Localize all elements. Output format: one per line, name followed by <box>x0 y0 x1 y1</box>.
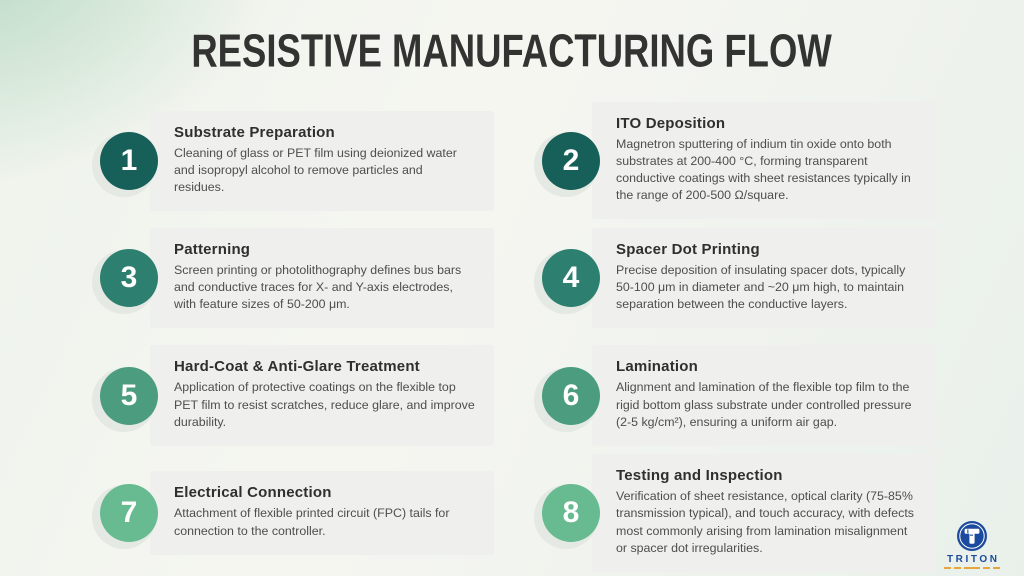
step-title: Patterning <box>174 240 251 258</box>
step-3: 3 Patterning Screen printing or photolit… <box>100 227 494 329</box>
step-number-badge: 7 <box>100 484 158 543</box>
step-number-badge: 6 <box>542 366 600 425</box>
step-title: Hard-Coat & Anti-Glare Treatment <box>174 358 420 376</box>
step-card: Substrate Preparation Cleaning of glass … <box>150 110 494 211</box>
step-card: Hard-Coat & Anti-Glare Treatment Applica… <box>150 345 494 446</box>
step-number-badge: 2 <box>542 131 600 190</box>
step-7: 7 Electrical Connection Attachment of fl… <box>100 471 494 555</box>
step-2: 2 ITO Deposition Magnetron sputtering of… <box>542 102 936 220</box>
step-number: 3 <box>120 261 138 295</box>
step-4: 4 Spacer Dot Printing Precise deposition… <box>542 227 936 329</box>
step-number: 1 <box>120 143 138 177</box>
step-description: Precise deposition of insulating spacer … <box>616 262 906 312</box>
step-number-badge: 3 <box>100 249 158 308</box>
page-title: RESISTIVE MANUFACTURING FLOW <box>191 26 833 78</box>
step-title: Spacer Dot Printing <box>616 240 760 258</box>
step-description: Cleaning of glass or PET film using deio… <box>174 145 457 194</box>
step-title: Substrate Preparation <box>174 123 335 141</box>
step-number-badge: 1 <box>100 131 158 190</box>
steps-grid: 1 Substrate Preparation Cleaning of glas… <box>100 102 936 572</box>
step-description: Screen printing or photolithography defi… <box>174 262 462 312</box>
step-card: ITO Deposition Magnetron sputtering of i… <box>592 102 936 220</box>
step-number: 2 <box>562 143 580 177</box>
step-card: Lamination Alignment and lamination of t… <box>592 345 936 446</box>
step-description: Alignment and lamination of the flexible… <box>616 380 912 429</box>
step-number-badge: 8 <box>542 484 600 543</box>
steps-column-left: 1 Substrate Preparation Cleaning of glas… <box>100 102 494 572</box>
step-5: 5 Hard-Coat & Anti-Glare Treatment Appli… <box>100 345 494 446</box>
triton-logo-icon <box>957 521 987 551</box>
steps-column-right: 2 ITO Deposition Magnetron sputtering of… <box>542 102 936 572</box>
step-description: Application of protective coatings on th… <box>174 380 475 429</box>
step-title: ITO Deposition <box>616 115 726 132</box>
logo-tagline-decoration <box>944 567 1000 569</box>
step-title: Lamination <box>616 358 699 376</box>
step-number: 6 <box>562 378 580 412</box>
step-number: 5 <box>120 378 138 412</box>
triton-logo: TRITON <box>936 520 1008 569</box>
step-card: Electrical Connection Attachment of flex… <box>150 471 494 555</box>
step-number-badge: 5 <box>100 366 158 425</box>
step-description: Verification of sheet resistance, optica… <box>616 489 914 555</box>
step-6: 6 Lamination Alignment and lamination of… <box>542 345 936 446</box>
step-number: 7 <box>120 496 138 530</box>
step-card: Spacer Dot Printing Precise deposition o… <box>592 227 936 329</box>
step-number: 8 <box>562 496 580 530</box>
step-card: Testing and Inspection Verification of s… <box>592 454 936 572</box>
step-1: 1 Substrate Preparation Cleaning of glas… <box>100 110 494 211</box>
step-title: Electrical Connection <box>174 484 332 502</box>
step-number: 4 <box>562 261 580 295</box>
step-title: Testing and Inspection <box>616 467 783 485</box>
logo-wordmark: TRITON <box>946 554 1000 565</box>
step-card: Patterning Screen printing or photolitho… <box>150 227 494 329</box>
step-8: 8 Testing and Inspection Verification of… <box>542 454 936 572</box>
step-number-badge: 4 <box>542 249 600 308</box>
step-description: Attachment of flexible printed circuit (… <box>174 506 450 538</box>
step-description: Magnetron sputtering of indium tin oxide… <box>616 137 911 203</box>
